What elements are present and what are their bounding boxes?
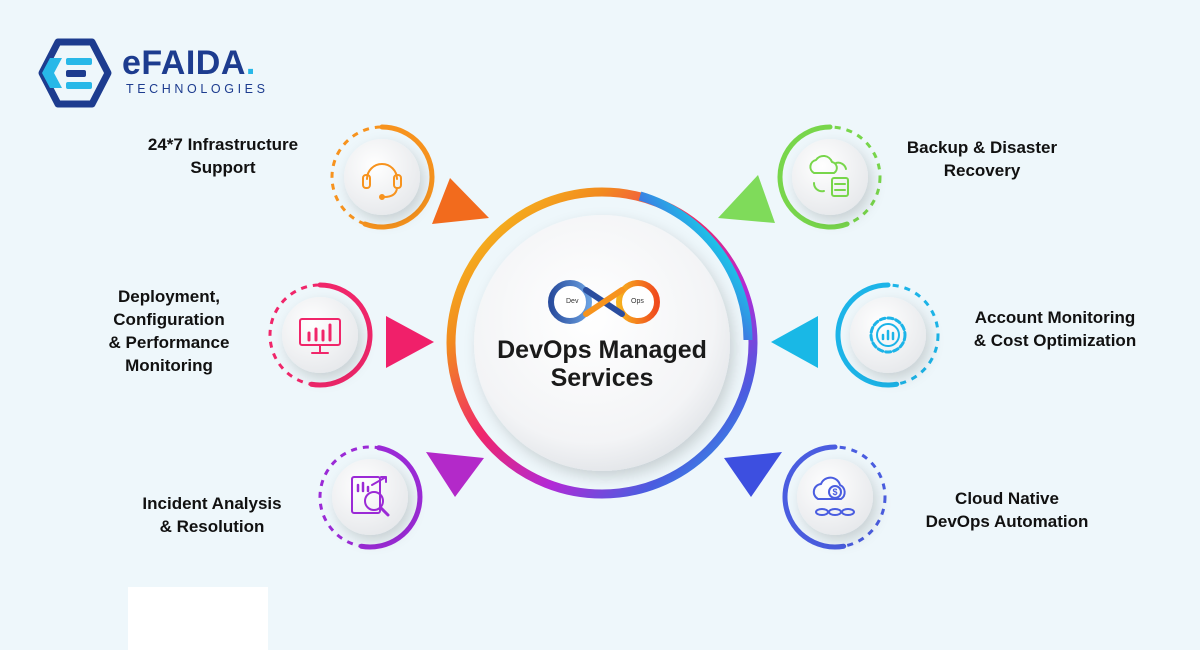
center-title-line-2: Services <box>550 364 654 392</box>
cloud-backup-icon <box>809 155 849 197</box>
node-disc <box>332 459 408 535</box>
service-node <box>330 124 435 230</box>
devops-loop-icon <box>548 280 660 324</box>
service-node <box>835 282 940 388</box>
label-incident-analysis: Incident Analysis & Resolution <box>142 494 282 536</box>
service-node <box>777 124 882 230</box>
loop-label-ops: Ops <box>631 298 644 305</box>
efaida-logo-icon <box>38 38 112 108</box>
brand-subtitle: TECHNOLOGIES <box>126 82 269 96</box>
brand-name: eFAIDA. <box>122 44 256 82</box>
loop-label-dev: Dev <box>566 298 579 305</box>
arrow-top-left <box>432 178 489 224</box>
label-cloud-native-automation: Cloud Native DevOps Automation <box>925 489 1089 531</box>
node-solid-arc <box>835 282 900 388</box>
label-backup-recovery: Backup & Disaster Recovery <box>906 138 1058 180</box>
center-title: DevOps Managed Services <box>470 336 734 392</box>
center-ring <box>446 187 758 499</box>
label-account-monitoring: Account Monitoring & Cost Optimization <box>973 308 1137 350</box>
monitor-chart-icon <box>299 318 341 354</box>
node-solid-arc <box>777 124 850 230</box>
center-disc <box>474 215 730 471</box>
center-hub <box>446 187 758 499</box>
label-deployment-monitoring: Deployment, Configuration & Performance … <box>108 287 230 375</box>
service-node: $ <box>782 444 887 550</box>
dollar-glyph: $ <box>832 487 837 497</box>
service-node <box>318 445 423 550</box>
service-node <box>268 282 373 388</box>
node-solid-arc <box>782 444 847 550</box>
blank-panel <box>128 587 268 650</box>
headset-icon <box>362 163 402 200</box>
label-infrastructure-support: 24*7 Infrastructure Support <box>147 135 299 177</box>
node-disc <box>344 139 420 215</box>
node-disc <box>792 139 868 215</box>
arrow-bottom-right <box>724 452 782 497</box>
node-solid-arc <box>308 282 373 388</box>
report-analysis-icon <box>351 476 390 517</box>
gear-chart-icon <box>869 316 907 354</box>
arrow-mid-left <box>386 316 434 368</box>
brand-logo: eFAIDA. TECHNOLOGIES <box>38 38 278 108</box>
arrow-top-right <box>718 175 775 223</box>
center-ring-accent <box>638 191 753 341</box>
arrows <box>386 175 818 497</box>
cloud-cost-icon: $ <box>812 476 855 516</box>
node-disc <box>282 297 358 373</box>
node-solid-arc <box>358 445 423 550</box>
arrow-bottom-left <box>426 452 484 497</box>
center-title-line-1: DevOps Managed <box>497 336 707 364</box>
node-solid-arc <box>362 124 435 230</box>
arrow-mid-right <box>771 316 818 368</box>
